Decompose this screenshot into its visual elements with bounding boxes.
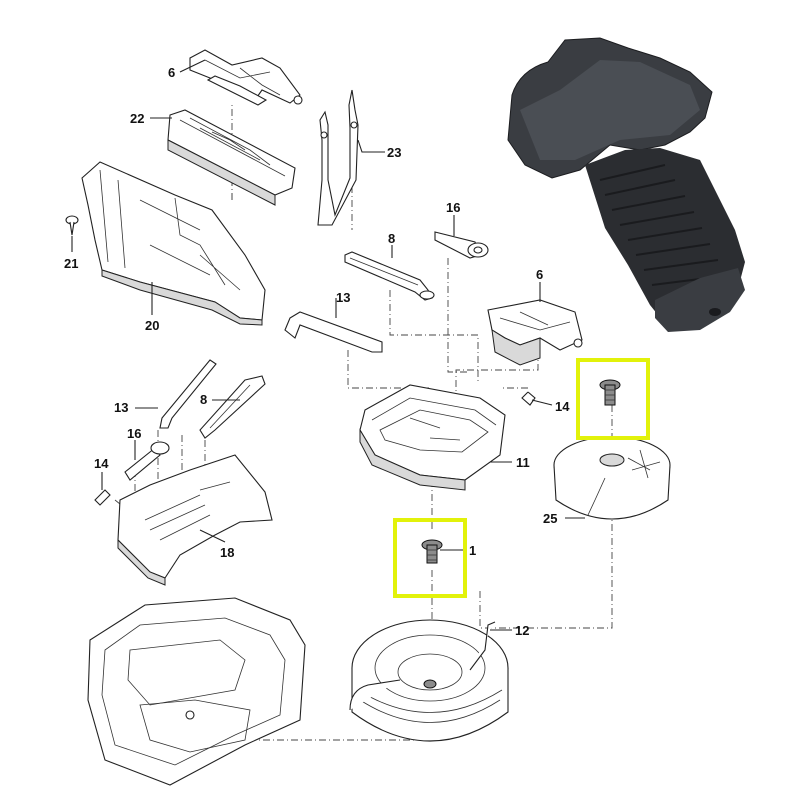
wire-clip-left xyxy=(94,489,111,506)
jack-right xyxy=(487,299,583,366)
label-6-right: 6 xyxy=(536,267,543,282)
wire-tool xyxy=(317,89,359,226)
label-8-top: 8 xyxy=(388,231,395,246)
label-12: 12 xyxy=(515,623,529,638)
label-1: 1 xyxy=(469,543,476,558)
lug-tool-top xyxy=(344,251,435,301)
tow-eye-left xyxy=(124,441,170,481)
label-14-right: 14 xyxy=(555,399,570,414)
side-panel xyxy=(81,161,266,326)
clip xyxy=(65,215,79,236)
label-16-left: 16 xyxy=(127,426,141,441)
label-13-top: 13 xyxy=(336,290,350,305)
wheel-foam-insert xyxy=(553,436,671,520)
label-23: 23 xyxy=(387,145,401,160)
label-16-top: 16 xyxy=(446,200,460,215)
label-18: 18 xyxy=(220,545,234,560)
wire-clip-right xyxy=(521,391,536,406)
tow-eye-top xyxy=(434,231,489,259)
spare-wheel-knob-photo xyxy=(507,37,745,332)
jack-tray xyxy=(167,109,296,206)
label-21: 21 xyxy=(64,256,78,271)
lug-tool-left xyxy=(199,375,266,439)
wrench-bar-top xyxy=(284,311,383,353)
label-8-left: 8 xyxy=(200,392,207,407)
label-13-left: 13 xyxy=(114,400,128,415)
jack-top xyxy=(189,49,303,106)
leader-lines xyxy=(71,59,585,631)
label-6-top: 6 xyxy=(168,65,175,80)
highlight-box-part-1 xyxy=(393,518,467,598)
tool-holder-panel xyxy=(117,454,273,586)
tool-tray xyxy=(359,384,506,491)
label-25: 25 xyxy=(543,511,557,526)
spare-wheel-screw-right xyxy=(599,379,621,406)
label-11: 11 xyxy=(516,455,530,470)
label-20: 20 xyxy=(145,318,159,333)
label-22: 22 xyxy=(130,111,144,126)
highlight-box-part-right xyxy=(576,358,650,440)
spare-wheel xyxy=(349,619,509,742)
wrench-bar-left xyxy=(159,359,217,429)
spare-wheel-screw xyxy=(421,539,443,564)
label-14-left: 14 xyxy=(94,456,109,471)
vehicle-trunk xyxy=(87,597,306,786)
callout-labels: 6 22 23 21 20 16 8 13 6 14 11 25 13 8 16… xyxy=(64,65,570,638)
